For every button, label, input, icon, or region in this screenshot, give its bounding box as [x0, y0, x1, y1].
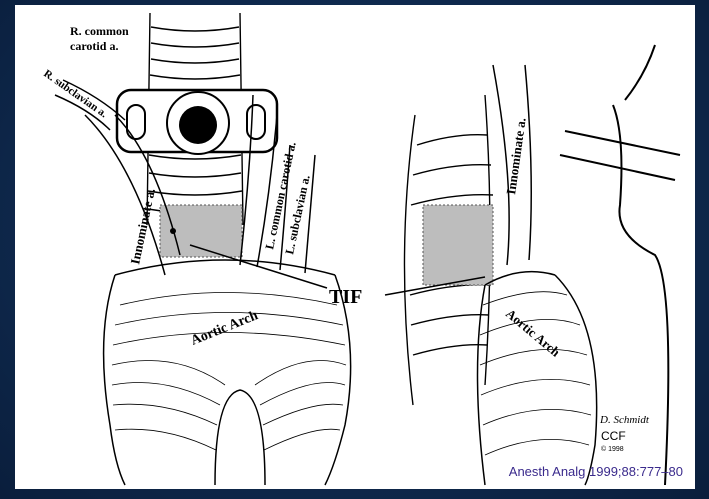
fistula-marker-left	[170, 228, 176, 234]
label-ccf: CCF	[601, 429, 626, 443]
citation-text: Anesth Analg 1999;88:777–80	[509, 464, 683, 479]
illustration-panel: R. common carotid a. R. subclavian a. In…	[15, 5, 695, 489]
label-tif: TIF	[329, 286, 362, 308]
label-copyright: © 1998	[601, 445, 624, 453]
anatomy-illustration: R. common carotid a. R. subclavian a. In…	[15, 5, 695, 489]
label-aortic-arch-left: Aortic Arch	[189, 308, 261, 349]
label-r-common-carotid-1: R. common	[70, 24, 129, 38]
aortic-arch-left-hatching	[112, 293, 346, 451]
aortic-arch-right	[478, 272, 597, 485]
label-r-common-carotid-2: carotid a.	[70, 39, 118, 53]
label-innominate-right: Innominate a.	[503, 117, 529, 196]
aortic-arch-left	[104, 260, 351, 485]
aortic-arch-right-hatching	[480, 292, 591, 455]
label-r-subclavian: R. subclavian a.	[41, 68, 109, 121]
label-signature: D. Schmidt	[599, 414, 650, 426]
label-innominate-left: Innominate a.	[127, 187, 158, 266]
label-aortic-arch-right: Aortic Arch	[503, 306, 564, 360]
erosion-shaded-area-right	[423, 205, 493, 285]
